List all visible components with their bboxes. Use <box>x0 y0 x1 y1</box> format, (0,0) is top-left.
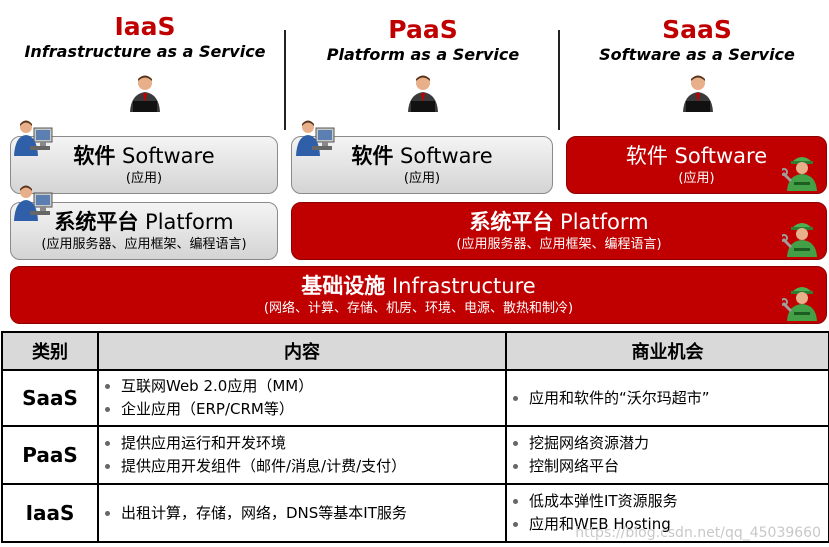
infrastructure-en: Infrastructure <box>391 274 536 298</box>
software-note: (应用) <box>403 171 441 186</box>
list-item: 应用和WEB Hosting <box>529 513 828 536</box>
user-at-computer-icon <box>296 118 336 158</box>
software-zh: 软件 <box>351 144 394 168</box>
row-category: SaaS <box>1 369 99 427</box>
software-note: (应用) <box>125 171 163 186</box>
header-opportunity: 商业机会 <box>505 331 829 371</box>
iaas-platform-box: 系统平台 Platform (应用服务器、应用框架、编程语言) <box>10 202 278 260</box>
paas-subtitle: Platform as a Service <box>326 45 520 64</box>
user-at-computer-icon <box>14 118 54 158</box>
list-item: 提供应用开发组件（邮件/消息/计费/支付） <box>121 455 505 478</box>
table-row: SaaS 互联网Web 2.0应用（MM） 企业应用（ERP/CRM等） 应用和… <box>1 369 829 427</box>
saas-software-box: 软件 Software (应用) <box>566 136 827 194</box>
list-item: 低成本弹性IT资源服务 <box>529 490 828 513</box>
row-content: 互联网Web 2.0应用（MM） 企业应用（ERP/CRM等） <box>97 369 507 427</box>
list-item: 企业应用（ERP/CRM等） <box>121 398 505 421</box>
column-divider-left <box>284 30 286 130</box>
software-zh: 软件 <box>625 144 668 168</box>
platform-en: Platform <box>145 210 234 234</box>
header-category: 类别 <box>1 331 99 371</box>
table-row: PaaS 提供应用运行和开发环境 提供应用开发组件（邮件/消息/计费/支付） 挖… <box>1 425 829 485</box>
software-en: Software <box>400 144 493 168</box>
worker-with-wrench-icon <box>782 218 822 258</box>
software-note: (应用) <box>678 171 715 186</box>
table-row: IaaS 出租计算，存储，网络，DNS等基本IT服务 低成本弹性IT资源服务 应… <box>1 483 829 543</box>
column-divider-right <box>558 30 560 130</box>
infrastructure-zh: 基础设施 <box>301 274 386 298</box>
platform-en: Platform <box>560 210 649 234</box>
row-category: IaaS <box>1 483 99 543</box>
business-person-icon <box>125 74 165 114</box>
business-person-icon <box>678 74 718 114</box>
saas-column-title: SaaS Software as a Service <box>567 15 827 65</box>
worker-with-wrench-icon <box>782 152 822 192</box>
platform-zh: 系统平台 <box>54 210 139 234</box>
row-opportunity: 低成本弹性IT资源服务 应用和WEB Hosting <box>505 483 829 543</box>
software-en: Software <box>674 144 768 168</box>
row-opportunity: 应用和软件的“沃尔玛超市” <box>505 369 829 427</box>
list-item: 应用和软件的“沃尔玛超市” <box>529 387 828 410</box>
comparison-table: 类别 内容 商业机会 SaaS 互联网Web 2.0应用（MM） 企业应用（ER… <box>1 331 829 543</box>
list-item: 出租计算，存储，网络，DNS等基本IT服务 <box>121 502 505 525</box>
paas-column-title: PaaS Platform as a Service <box>293 15 553 65</box>
table-header-row: 类别 内容 商业机会 <box>1 331 829 371</box>
header-content: 内容 <box>97 331 507 371</box>
worker-with-wrench-icon <box>782 282 822 322</box>
list-item: 控制网络平台 <box>529 455 828 478</box>
shared-platform-box: 系统平台 Platform (应用服务器、应用框架、编程语言) <box>291 202 827 260</box>
platform-note: (应用服务器、应用框架、编程语言) <box>41 237 247 252</box>
row-content: 出租计算，存储，网络，DNS等基本IT服务 <box>97 483 507 543</box>
platform-zh: 系统平台 <box>469 210 554 234</box>
list-item: 挖掘网络资源潜力 <box>529 432 828 455</box>
infrastructure-note: (网络、计算、存储、机房、环境、电源、散热和制冷) <box>263 301 574 316</box>
iaas-title: IaaS <box>114 12 176 41</box>
iaas-software-box: 软件 Software (应用) <box>10 136 278 194</box>
row-content: 提供应用运行和开发环境 提供应用开发组件（邮件/消息/计费/支付） <box>97 425 507 485</box>
user-at-computer-icon <box>14 183 54 223</box>
infrastructure-box: 基础设施 Infrastructure (网络、计算、存储、机房、环境、电源、散… <box>10 266 827 324</box>
iaas-column-title: IaaS Infrastructure as a Service <box>15 12 275 62</box>
row-opportunity: 挖掘网络资源潜力 控制网络平台 <box>505 425 829 485</box>
list-item: 提供应用运行和开发环境 <box>121 432 505 455</box>
saas-subtitle: Software as a Service <box>599 45 795 64</box>
row-category: PaaS <box>1 425 99 485</box>
platform-note: (应用服务器、应用框架、编程语言) <box>456 237 662 252</box>
list-item: 互联网Web 2.0应用（MM） <box>121 375 505 398</box>
watermark: https://blog.csdn.net/qq_45039660 <box>575 525 821 541</box>
software-zh: 软件 <box>73 144 116 168</box>
saas-title: SaaS <box>662 15 732 44</box>
paas-software-box: 软件 Software (应用) <box>291 136 553 194</box>
software-en: Software <box>122 144 215 168</box>
iaas-subtitle: Infrastructure as a Service <box>24 42 266 61</box>
paas-title: PaaS <box>388 15 458 44</box>
business-person-icon <box>403 74 443 114</box>
